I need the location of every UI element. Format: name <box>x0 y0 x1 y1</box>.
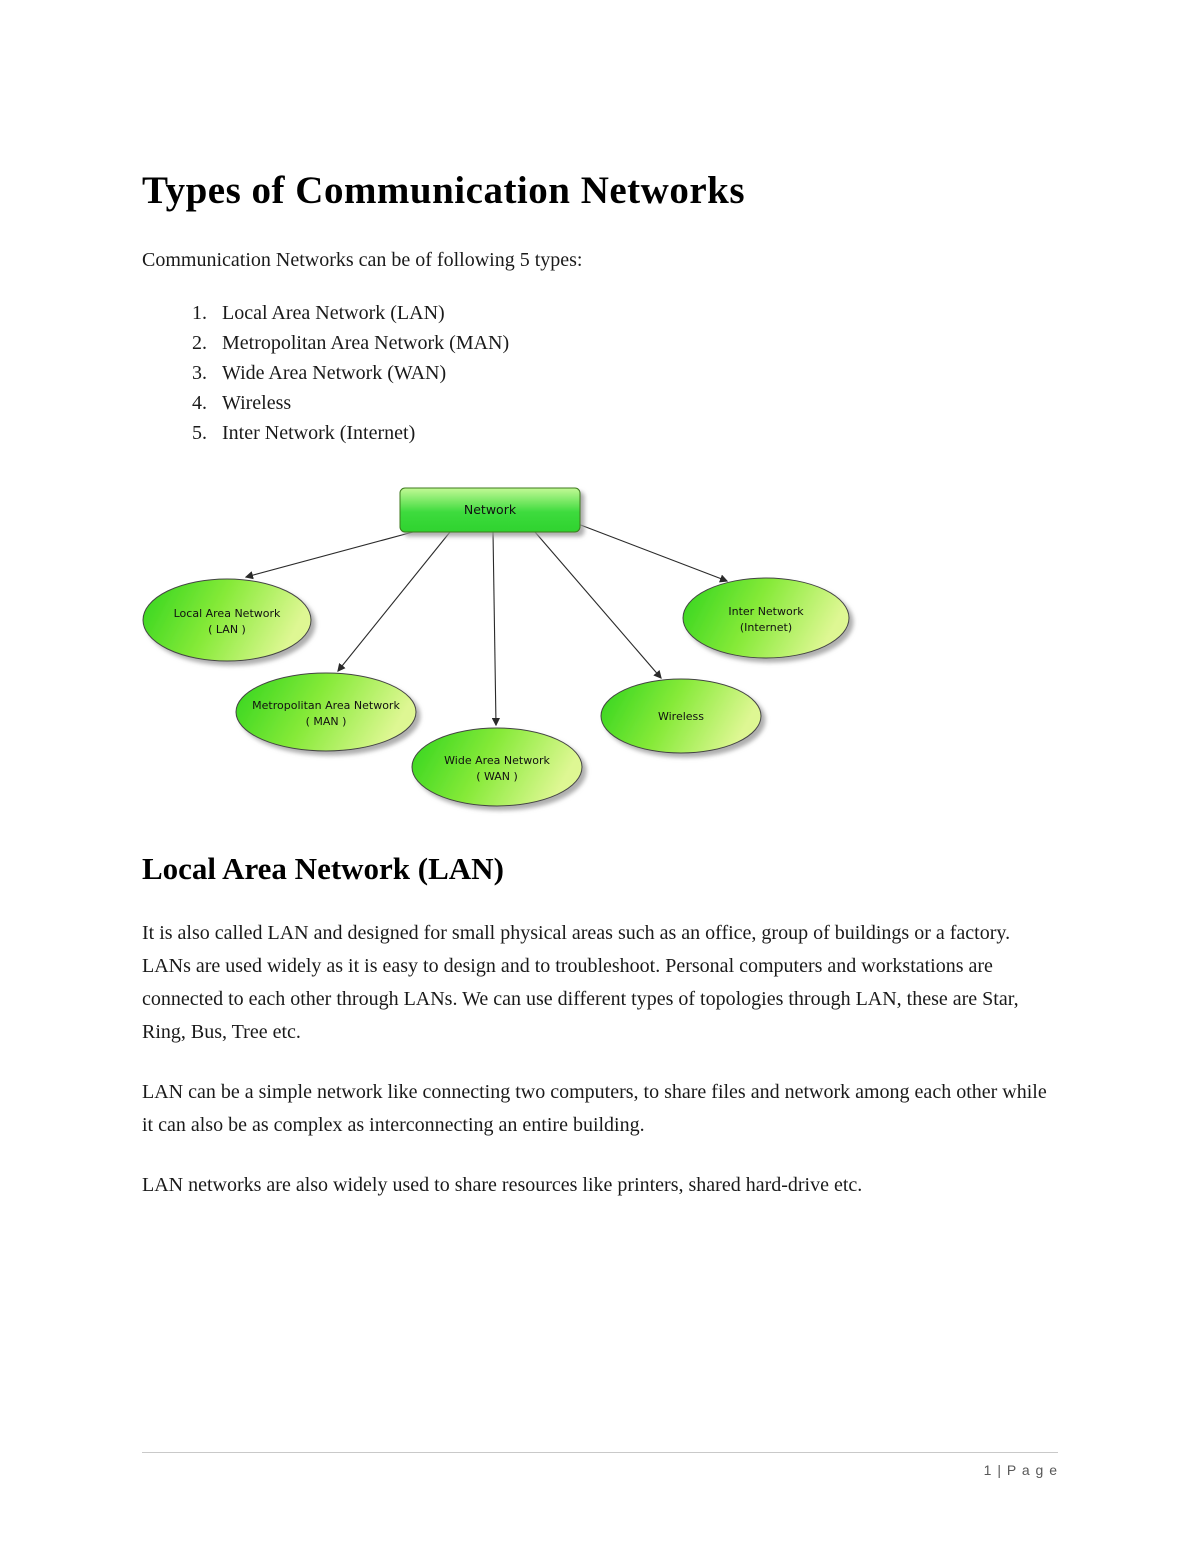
list-item-wan: Wide Area Network (WAN) <box>212 358 1060 388</box>
network-types-list: Local Area Network (LAN) Metropolitan Ar… <box>142 298 1060 448</box>
page-footer: 1 | P a g e <box>142 1452 1058 1478</box>
paragraph-2: LAN can be a simple network like connect… <box>142 1081 1047 1136</box>
arrow-to-wireless <box>534 531 662 679</box>
list-item-internet: Inter Network (Internet) <box>212 418 1060 448</box>
list-item-wireless: Wireless <box>212 388 1060 418</box>
diagram-node-lan: Local Area Network ( LAN ) <box>142 578 312 662</box>
paragraph-1: It is also called LAN and designed for s… <box>142 922 1019 1043</box>
node-label: Metropolitan Area Network <box>252 699 400 712</box>
diagram-node-wan: Wide Area Network ( WAN ) <box>411 727 583 807</box>
diagram-node-wireless: Wireless <box>600 678 762 754</box>
arrow-to-man <box>337 531 451 672</box>
list-item-man: Metropolitan Area Network (MAN) <box>212 328 1060 358</box>
node-sublabel: ( WAN ) <box>476 770 518 783</box>
node-label: Local Area Network <box>174 607 281 620</box>
page-title: Types of Communication Networks <box>142 169 746 212</box>
node-sublabel: (Internet) <box>740 621 792 634</box>
document-page: Types of Communication Networks Communic… <box>0 0 1200 1202</box>
paragraph-3: LAN networks are also widely used to sha… <box>142 1174 863 1196</box>
diagram-root-label: Network <box>464 502 517 517</box>
intro-paragraph: Communication Networks can be of followi… <box>142 249 583 271</box>
node-label: Wide Area Network <box>444 754 550 767</box>
page-number: 1 | P a g e <box>983 1462 1058 1478</box>
diagram-root-node: Network <box>399 487 581 533</box>
footer-divider <box>142 1452 1058 1453</box>
network-diagram-svg: Network Local Area Network ( LAN ) Metro… <box>142 487 850 807</box>
node-sublabel: ( LAN ) <box>208 623 246 636</box>
network-diagram: Network Local Area Network ( LAN ) Metro… <box>130 480 1060 825</box>
arrow-to-wan <box>491 531 501 727</box>
arrow-to-lan <box>244 531 414 580</box>
node-label: Inter Network <box>728 605 804 618</box>
arrow-to-internet <box>577 523 729 583</box>
diagram-arrows <box>244 523 729 727</box>
list-item-lan: Local Area Network (LAN) <box>212 298 1060 328</box>
node-label: Wireless <box>658 710 704 723</box>
section-heading: Local Area Network (LAN) <box>142 851 504 886</box>
diagram-node-internet: Inter Network (Internet) <box>682 577 850 659</box>
diagram-node-man: Metropolitan Area Network ( MAN ) <box>235 672 417 752</box>
node-sublabel: ( MAN ) <box>306 715 347 728</box>
